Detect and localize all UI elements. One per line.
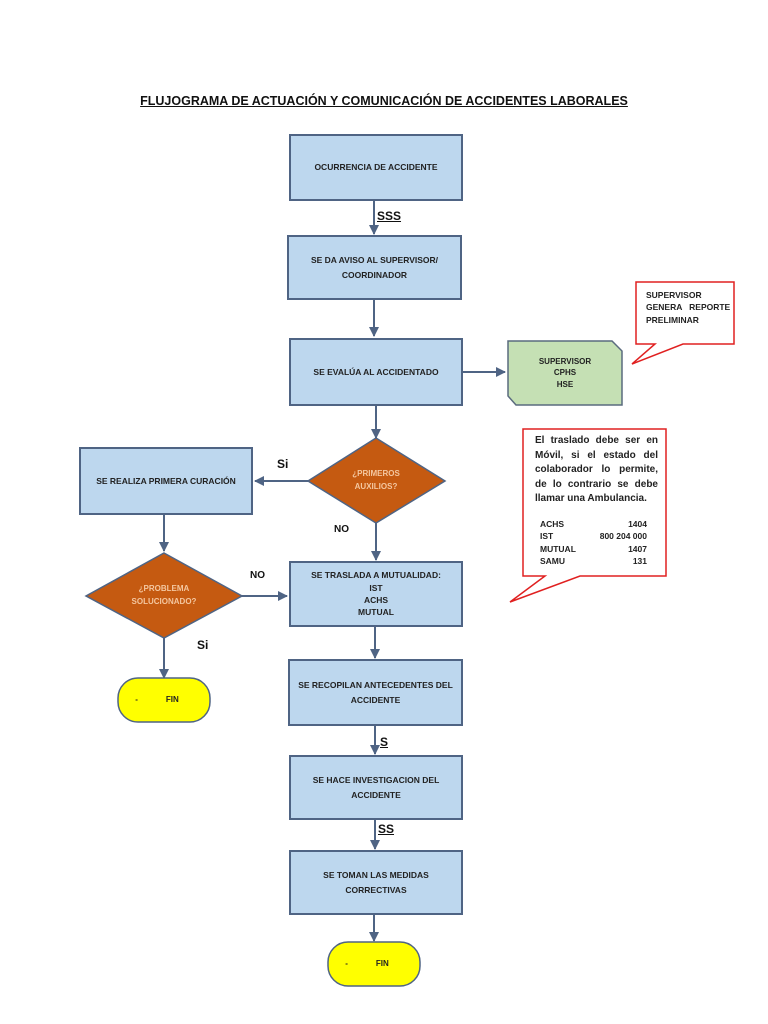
fin-dash: - [135, 694, 138, 704]
edge-label-no-primeros: NO [334, 524, 349, 535]
phone-name: SAMU [540, 555, 566, 566]
fin-bottom-text: - FIN [328, 942, 420, 986]
box-text: SE TRASLADA A MUTUALIDAD: [311, 570, 441, 581]
box-text: OCURRENCIA DE ACCIDENTE [314, 162, 438, 173]
callout-reporte-preliminar [631, 281, 735, 365]
box-text: SE HACE INVESTIGACION DEL [312, 775, 440, 786]
decision-line: AUXILIOS? [354, 482, 398, 491]
fin-label: FIN [375, 958, 389, 968]
note-line: HSE [556, 379, 574, 389]
callout-traslado-text: El traslado debe ser en Móvil, si el est… [535, 435, 658, 504]
box-text: ACHS [363, 595, 389, 605]
box-text: SE RECOPILAN ANTECEDENTES DEL [298, 680, 453, 691]
process-traslada-mutualidad: SE TRASLADA A MUTUALIDAD: IST ACHS MUTUA… [289, 561, 463, 627]
box-text: CORRECTIVAS [345, 884, 407, 895]
box-text: IST [369, 582, 383, 593]
process-evalua-accidentado: SE EVALÚA AL ACCIDENTADO [289, 338, 463, 406]
process-ocurrencia-accidente: OCURRENCIA DE ACCIDENTE [289, 134, 463, 201]
note-line: SUPERVISOR [538, 356, 592, 366]
edge-label-si-problema: Si [197, 638, 209, 652]
decision-problema-solucionado [84, 552, 244, 639]
box-text: MUTUAL [358, 607, 394, 618]
decision-problema-text: ¿PROBLEMA SOLUCIONADO? [104, 579, 224, 613]
phone-row-ist: IST 800 204 000 [540, 530, 647, 542]
phone-name: IST [540, 531, 554, 542]
terminal-fin-left [117, 677, 211, 723]
edge-label-no-problema: NO [250, 570, 265, 581]
callout-reporte-text: SUPERVISOR GENERA REPORTE PRELIMINAR [646, 289, 730, 326]
box-text: ACCIDENTE [350, 694, 401, 705]
box-text: SE TOMAN LAS MEDIDAS [323, 870, 429, 881]
page-title-text: FLUJOGRAMA DE ACTUACIÓN Y COMUNICACIÓN D… [140, 94, 628, 108]
box-text: SE DA AVISO AL SUPERVISOR/ [310, 255, 439, 266]
process-recopilan-antecedentes: SE RECOPILAN ANTECEDENTES DEL ACCIDENTE [288, 659, 463, 726]
fin-left-text: - FIN [118, 678, 210, 722]
decision-line: SOLUCIONADO? [131, 597, 197, 606]
page-title: FLUJOGRAMA DE ACTUACIÓN Y COMUNICACIÓN D… [0, 94, 768, 108]
phone-number: 1404 [628, 519, 647, 529]
note-supervisor-cphs-hse [507, 340, 623, 406]
phone-name: MUTUAL [540, 543, 576, 554]
edge-label-ss: SS [378, 822, 395, 836]
note-line: CPHS [553, 368, 577, 378]
phone-number: 1407 [628, 543, 647, 554]
process-primera-curacion: SE REALIZA PRIMERA CURACIÓN [79, 447, 253, 515]
note-supervisor-text: SUPERVISOR CPHS HSE [508, 341, 622, 405]
box-text: COORDINADOR [341, 269, 408, 280]
decision-line: ¿PROBLEMA [138, 584, 190, 594]
edge-label-si-primeros: Si [277, 457, 289, 471]
phone-list: ACHS 1404 IST 800 204 000 MUTUAL 1407 SA… [540, 518, 647, 567]
callout-line: SUPERVISOR [646, 290, 702, 300]
process-investigacion: SE HACE INVESTIGACION DEL ACCIDENTE [289, 755, 463, 820]
decision-line: ¿PRIMEROS [352, 469, 400, 479]
terminal-fin-bottom [327, 941, 421, 987]
process-medidas-correctivas: SE TOMAN LAS MEDIDAS CORRECTIVAS [289, 850, 463, 915]
phone-row-mutual: MUTUAL 1407 [540, 543, 647, 555]
fin-dash: - [345, 958, 348, 968]
phone-name: ACHS [540, 519, 565, 529]
edge-label-s: S [380, 735, 389, 749]
phone-row-samu: SAMU 131 [540, 555, 647, 567]
box-text: SE EVALÚA AL ACCIDENTADO [313, 366, 439, 377]
box-text: SE REALIZA PRIMERA CURACIÓN [96, 475, 236, 486]
phone-number: 131 [632, 555, 647, 566]
phone-row-achs: ACHS 1404 [540, 518, 647, 530]
callout-traslado [509, 428, 667, 603]
callout-line: PRELIMINAR [646, 314, 699, 325]
callout-line: GENERA REPORTE [646, 302, 731, 313]
process-aviso-supervisor: SE DA AVISO AL SUPERVISOR/ COORDINADOR [287, 235, 462, 300]
edge-label-sss: SSS [377, 209, 402, 223]
fin-label: FIN [165, 694, 179, 704]
decision-primeros-text: ¿PRIMEROS AUXILIOS? [318, 464, 434, 498]
phone-number: 800 204 000 [599, 531, 647, 542]
box-text: ACCIDENTE [351, 789, 401, 800]
decision-primeros-auxilios [306, 437, 447, 524]
